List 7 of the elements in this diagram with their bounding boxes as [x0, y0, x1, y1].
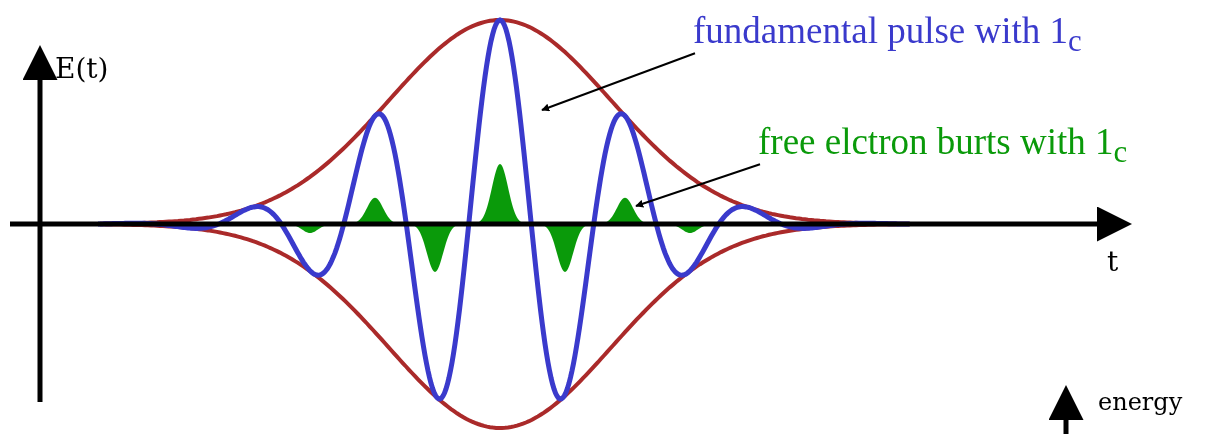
- axis-label: t: [1107, 248, 1119, 276]
- energy-label: energy: [1098, 390, 1183, 414]
- axis-label: E(t): [55, 55, 109, 83]
- leader-arrow: [635, 163, 761, 208]
- burst-caption: free elctron burts with 1$_{c}$: [758, 123, 1128, 169]
- leader-arrow: [541, 52, 696, 112]
- pulse-caption: fundamental pulse with 1$_{c}$: [693, 12, 1082, 58]
